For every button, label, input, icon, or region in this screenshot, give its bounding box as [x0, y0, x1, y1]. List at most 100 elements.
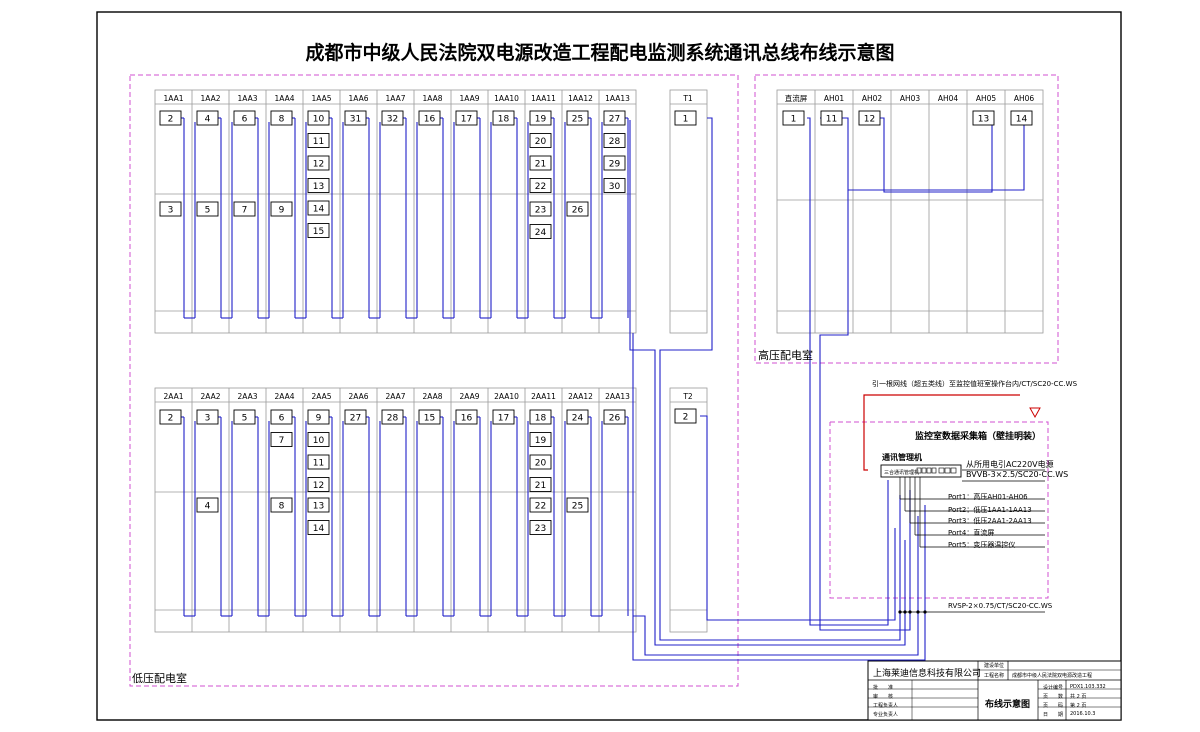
low-row2-module-24-number: 24	[572, 414, 584, 424]
low-row2-module-2-number: 2	[168, 414, 174, 424]
power-cable-note: BVVB-3×2.5/SC20-CC.WS	[966, 470, 1069, 479]
low-row2-module-17-number: 17	[498, 414, 509, 424]
comm-manager-device-label: 三合通讯管理机	[884, 469, 919, 476]
low-row1-module-28-box	[603, 133, 626, 148]
cabinet-label-1aa13: 1AA13	[605, 94, 630, 103]
low-row1-module-31-box	[344, 110, 367, 126]
low-row1-module-26-box	[566, 201, 589, 217]
monitor-box-enclosure	[829, 421, 1049, 599]
low-row1-module-13-number: 13	[313, 182, 324, 192]
low-row2-module-23-box	[529, 520, 552, 535]
company-name: 上海莱迪信息科技有限公司	[873, 669, 982, 679]
low-row1-module-8-number: 8	[279, 115, 285, 125]
cabinet-label-t2: T2	[682, 392, 693, 401]
project-name: 成都市中级人民法院双电源改造工程	[1012, 673, 1093, 679]
cabinet-label-1aa12: 1AA12	[568, 94, 593, 103]
comm-manager-label: 通讯管理机	[882, 453, 922, 462]
low-row2-module-20-number: 20	[535, 459, 547, 469]
hv-module-1-number: 1	[791, 115, 797, 125]
low-row1-module-32-box	[381, 110, 404, 126]
low-row1-module-9-number: 9	[279, 206, 285, 216]
low-row1-module-12-number: 12	[313, 160, 324, 170]
low-row1-module-15-number: 15	[313, 227, 324, 237]
hv-cabinet-label-4: AH04	[938, 94, 959, 103]
trunk-wire-0	[629, 120, 906, 646]
low-row2-module-16-box	[455, 409, 478, 425]
low-row2-module-3-box	[196, 409, 219, 425]
low-row1-module-25-box	[566, 110, 589, 126]
low-row1-module-22-number: 22	[535, 182, 546, 192]
low-row2-module-15-box	[418, 409, 441, 425]
role-approve: 批 准	[873, 685, 894, 691]
paper	[78, 0, 1128, 732]
trunk-wire-2	[659, 117, 901, 641]
low-row2-module-2-box	[159, 409, 182, 425]
hv-module-14-box	[1010, 110, 1033, 126]
low-row1-module-16-box	[418, 110, 441, 126]
low-row1-module-3-box	[159, 201, 182, 217]
low-row2-module-17-box	[492, 409, 515, 425]
low-row2-module-18-number: 18	[535, 414, 547, 424]
hv-module-13-box	[972, 110, 995, 126]
value-design-no: PDX1.103.332	[1070, 684, 1106, 690]
low-row1-module-16-number: 16	[424, 115, 436, 125]
low-row1-module-28-number: 28	[609, 137, 621, 147]
low-row1-module-5-number: 5	[205, 206, 211, 216]
cabinet-label-1aa1: 1AA1	[163, 94, 183, 103]
power-source-note: 从所用电引AC220V电源	[966, 460, 1054, 469]
low-row2-module-13-number: 13	[313, 502, 324, 512]
low-row1-module-19-number: 19	[535, 115, 547, 125]
low-row2-module-26-box	[603, 409, 626, 425]
cabinet-label-1aa4: 1AA4	[274, 94, 294, 103]
low-row1-cabinet-frame	[154, 89, 637, 334]
low-row2-module-10-box	[307, 432, 330, 447]
low-row1-module-21-number: 21	[535, 160, 546, 170]
label-page-no: 页 码	[1043, 703, 1064, 709]
low-row2-module-28-number: 28	[387, 414, 399, 424]
low-row1-module-24-number: 24	[535, 228, 547, 238]
trunk-wire-1	[632, 333, 926, 661]
cabinet-label-2aa11: 2AA11	[531, 392, 556, 401]
cabinet-label-2aa9: 2AA9	[459, 392, 479, 401]
network-cable-note: 引一根网线（超五类线）至监控值班室操作台内/CT/SC20-CC.WS	[872, 380, 1078, 388]
low-row1-module-29-box	[603, 155, 626, 171]
cabinet-label-1aa9: 1AA9	[459, 94, 479, 103]
high-voltage-room-enclosure	[754, 74, 1059, 364]
low-row1-module-21-box	[529, 155, 552, 171]
low-voltage-room-enclosure	[129, 74, 739, 687]
cabinet-label-1aa11: 1AA11	[531, 94, 556, 103]
device-led-1	[944, 467, 951, 474]
low-row2-module-14-box	[307, 520, 330, 535]
device-led-2	[950, 467, 957, 474]
port3-label: Port3：低压2AA1-2AA13	[948, 517, 1032, 525]
hv-cabinet-label-1: AH01	[824, 94, 845, 103]
low-row1-module-14-number: 14	[313, 205, 325, 215]
cabinet-label-t1: T1	[682, 94, 693, 103]
cabinet-label-2aa10: 2AA10	[494, 392, 519, 401]
low-row2-module-11-box	[307, 454, 330, 470]
low-row1-module-11-box	[307, 133, 330, 148]
t1-module-box	[674, 110, 697, 126]
low-row2-module-6-number: 6	[279, 414, 285, 424]
low-row2-module-12-box	[307, 477, 330, 492]
cabinet-label-1aa10: 1AA10	[494, 94, 519, 103]
title-block-frame	[867, 660, 1122, 721]
hv-cabinet-label-2: AH02	[862, 94, 883, 103]
low-row1-module-20-number: 20	[535, 137, 547, 147]
low-row2-module-28-box	[381, 409, 404, 425]
trunk-wire-5	[807, 117, 889, 626]
cabinet-label-2aa7: 2AA7	[385, 392, 405, 401]
hv-cabinet-label-3: AH03	[900, 94, 921, 103]
low-row2-module-9-number: 9	[316, 414, 322, 424]
cabinet-label-1aa5: 1AA5	[311, 94, 331, 103]
network-arrow-icon	[1029, 407, 1041, 419]
value-date: 2016.10.3	[1070, 711, 1096, 717]
low-row1-module-13-box	[307, 178, 330, 193]
low-row2-module-25-box	[566, 497, 589, 513]
bus-node-2	[908, 610, 912, 614]
cabinet-label-2aa4: 2AA4	[274, 392, 294, 401]
low-row2-module-21-box	[529, 477, 552, 492]
low-row2-module-19-number: 19	[535, 436, 547, 446]
low-row2-module-22-number: 22	[535, 502, 546, 512]
